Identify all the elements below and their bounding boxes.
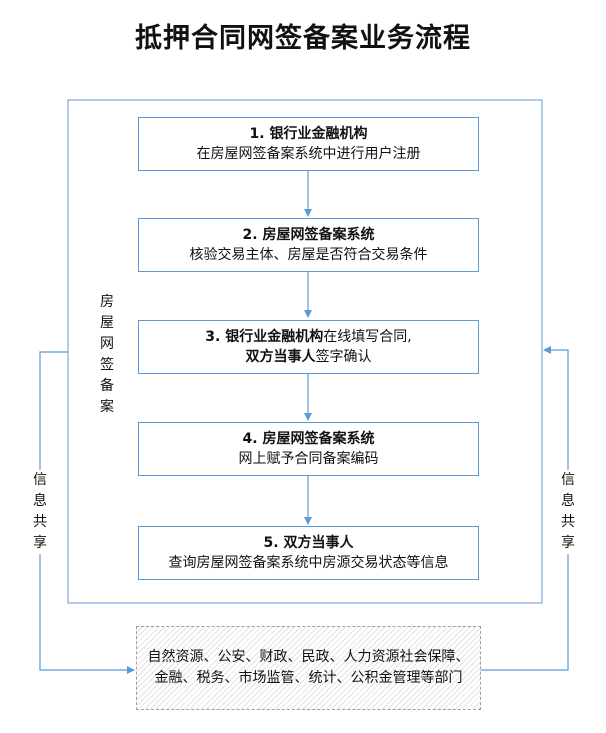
right-label-mask bbox=[558, 470, 578, 554]
step-5-box: 5. 双方当事人 查询房屋网签备案系统中房源交易状态等信息 bbox=[138, 526, 479, 580]
right-share-path bbox=[481, 346, 569, 671]
step-4-title: 4. 房屋网签备案系统 bbox=[242, 431, 375, 447]
step-5-desc: 查询房屋网签备案系统中房源交易状态等信息 bbox=[168, 555, 449, 571]
step-2-desc: 核验交易主体、房屋是否符合交易条件 bbox=[189, 247, 428, 263]
left-label-mask bbox=[30, 470, 50, 554]
step-3-desc: 双方当事人签字确认 bbox=[245, 349, 372, 365]
container-label: 房屋网签备案 bbox=[100, 294, 114, 415]
page-title: 抵押合同网签备案业务流程 bbox=[135, 23, 471, 54]
step-2-title: 2. 房屋网签备案系统 bbox=[242, 227, 375, 243]
left-share-label: 信息共享 bbox=[33, 472, 47, 551]
departments-text: 自然资源、公安、财政、民政、人力资源社会保障、金融、税务、市场监管、统计、公积金… bbox=[147, 649, 470, 686]
right-share-label: 信息共享 bbox=[561, 472, 575, 551]
step-4-box: 4. 房屋网签备案系统 网上赋予合同备案编码 bbox=[138, 422, 479, 476]
step-4-desc: 网上赋予合同备案编码 bbox=[238, 451, 379, 467]
step-3-box: 3. 银行业金融机构在线填写合同, 双方当事人签字确认 bbox=[138, 320, 479, 374]
step-5-title: 5. 双方当事人 bbox=[263, 535, 354, 551]
step-1-desc: 在房屋网签备案系统中进行用户注册 bbox=[196, 146, 421, 162]
departments-box: 自然资源、公安、财政、民政、人力资源社会保障、金融、税务、市场监管、统计、公积金… bbox=[136, 626, 481, 710]
step-2-box: 2. 房屋网签备案系统 核验交易主体、房屋是否符合交易条件 bbox=[138, 218, 479, 272]
step-1-title: 1. 银行业金融机构 bbox=[249, 126, 368, 142]
step-1-box: 1. 银行业金融机构 在房屋网签备案系统中进行用户注册 bbox=[138, 117, 479, 171]
left-share-path bbox=[39, 351, 135, 674]
step-3-title: 3. 银行业金融机构在线填写合同, bbox=[205, 329, 412, 345]
